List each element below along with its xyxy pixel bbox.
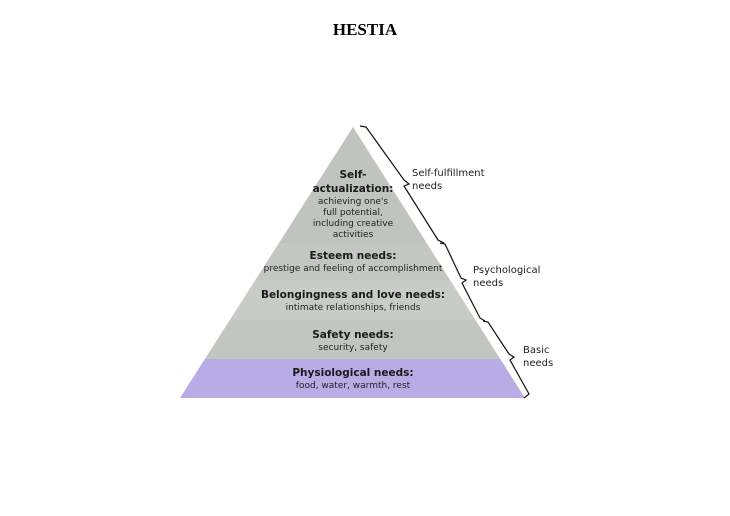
basic-label-2: needs xyxy=(523,358,553,369)
bracket-psychological xyxy=(439,242,486,322)
self-actualization-desc: activities xyxy=(333,230,374,240)
self-actualization-desc: full potential, xyxy=(323,208,383,218)
page-title: HESTIA xyxy=(332,20,398,39)
safety-heading: Safety needs: xyxy=(312,329,394,341)
self-actualization-desc: achieving one's xyxy=(318,197,389,207)
bracket-basic xyxy=(482,320,530,399)
physiological-desc: food, water, warmth, rest xyxy=(296,381,411,391)
self-actualization-heading: Self- xyxy=(339,169,366,181)
level-physiological xyxy=(180,359,525,398)
esteem-desc: prestige and feeling of accomplishment xyxy=(264,264,443,274)
psychological-label-2: needs xyxy=(473,278,503,289)
self-fulfillment-label-2: needs xyxy=(412,181,442,192)
esteem-heading: Esteem needs: xyxy=(310,250,397,262)
self-actualization-heading-2: actualization: xyxy=(313,183,394,195)
psychological-label: Psychological xyxy=(473,265,540,276)
level-safety xyxy=(180,320,525,359)
safety-desc: security, safety xyxy=(318,343,388,353)
basic-label: Basic xyxy=(523,345,549,356)
belonging-heading: Belongingness and love needs: xyxy=(261,289,445,301)
bracket-self-fulfillment xyxy=(359,125,445,244)
self-actualization-desc: including creative xyxy=(313,219,394,229)
self-fulfillment-label: Self-fulfillment xyxy=(412,168,485,179)
belonging-desc: intimate relationships, friends xyxy=(286,303,421,313)
physiological-heading: Physiological needs: xyxy=(292,367,413,379)
